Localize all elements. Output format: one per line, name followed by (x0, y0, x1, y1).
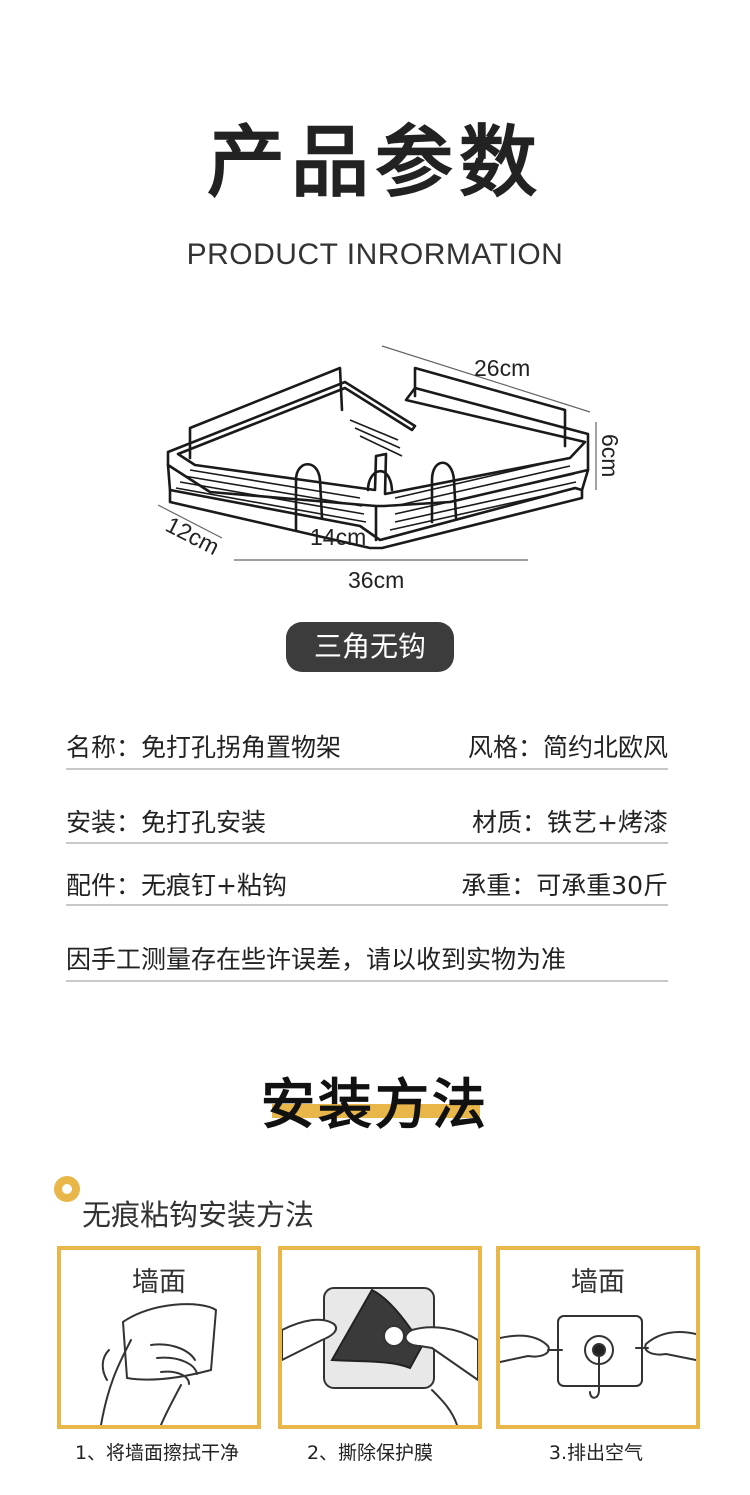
step-caption-1: 1、将墙面擦拭干净 (74, 1442, 240, 1464)
spec-name: 名称：免打孔拐角置物架 (66, 733, 342, 762)
wiping-hand-icon (100, 1303, 217, 1425)
spec-install: 安装：免打孔安装 (66, 808, 267, 837)
dim-length: 26cm (474, 355, 530, 381)
step-caption-3: 3.排出空气 (548, 1442, 644, 1464)
dim-depth: 12cm (162, 511, 224, 560)
method-title: 无痕粘钩安装方法 (82, 1198, 315, 1232)
page-title: 产品参数 (206, 118, 543, 208)
measurement-note: 因手工测量存在些许误差，请以收到实物为准 (66, 940, 668, 982)
spec-material: 材质：铁艺+烤漆 (472, 808, 668, 837)
wall-label: 墙面 (571, 1267, 625, 1298)
spec-row: 安装：免打孔安装 材质：铁艺+烤漆 (66, 803, 668, 844)
spec-accessories: 配件：无痕钉+粘钩 (66, 871, 287, 900)
step-card-2 (278, 1246, 482, 1429)
step-card-1: 墙面 (57, 1246, 261, 1429)
corner-shelf-drawing: 26cm 6cm 12cm 14cm 36cm (157, 345, 620, 593)
spec-row: 配件：无痕钉+粘钩 承重：可承重30斤 (66, 866, 668, 906)
install-heading: 安装方法 (261, 1073, 489, 1136)
dim-height: 6cm (597, 434, 620, 477)
heading-underline (272, 1104, 480, 1118)
dim-inner: 14cm (310, 524, 366, 550)
wall-label: 墙面 (132, 1267, 186, 1298)
model-label: 三角无钩 (286, 622, 454, 672)
step-card-3: 墙面 (496, 1246, 700, 1429)
peel-film-icon (282, 1287, 478, 1425)
step-caption-2: 2、撕除保护膜 (306, 1442, 434, 1464)
dim-total: 36cm (348, 567, 404, 593)
hook-press-icon (500, 1315, 696, 1399)
page-subtitle: PRODUCT INRORMATION (186, 238, 564, 271)
spec-row: 名称：免打孔拐角置物架 风格：简约北欧风 (66, 728, 668, 770)
spec-load: 承重：可承重30斤 (461, 871, 668, 900)
spec-style: 风格：简约北欧风 (467, 733, 668, 762)
bullet-icon (54, 1176, 80, 1202)
